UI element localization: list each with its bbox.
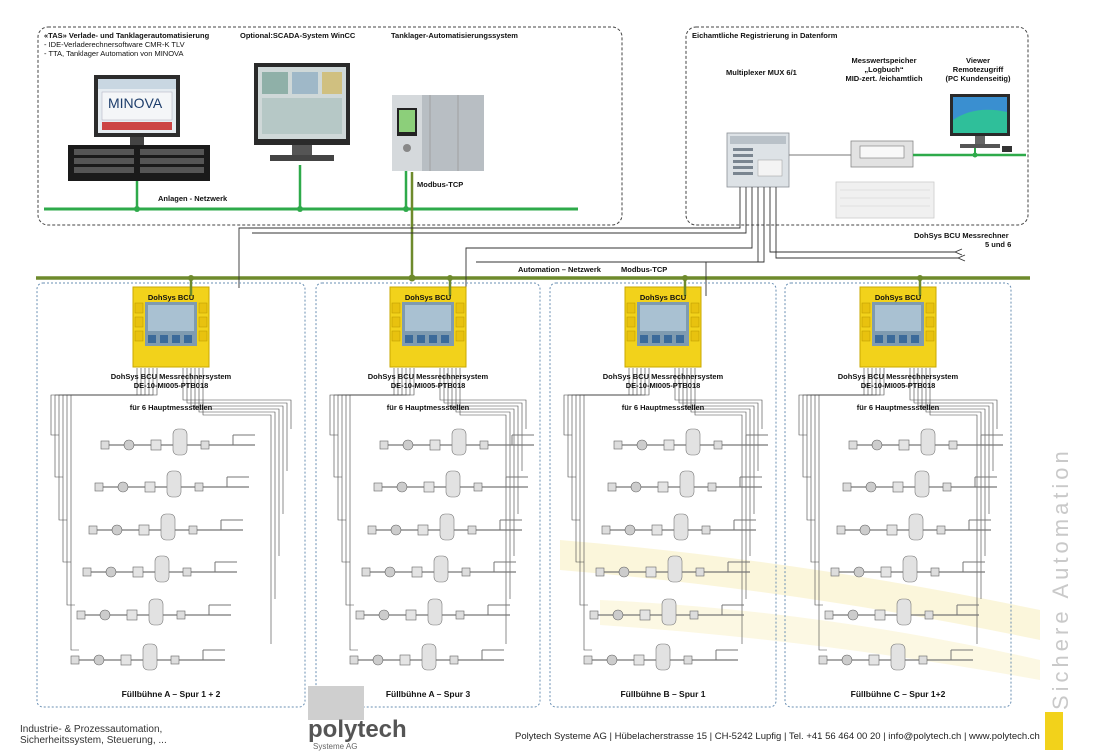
viewer-monitor-icon xyxy=(950,94,1012,152)
station-footer-label: Füllbühne A – Spur 3 xyxy=(385,689,471,699)
hauptmess-label: für 6 Hauptmessstellen xyxy=(129,403,213,412)
viewer-line-1: Viewer xyxy=(965,56,991,65)
bcu-cert-number: DE-10-MI005-PTB018 xyxy=(625,381,701,390)
scada-label: Optional:SCADA-System WinCC xyxy=(240,31,356,40)
footer-left-line-1: Industrie- & Prozessautomation, xyxy=(20,724,163,735)
modbus-tcp-top-label: Modbus-TCP xyxy=(417,180,464,189)
bcu-system-label: DohSys BCU Messrechnersystem xyxy=(110,372,232,381)
bcu-system-label: DohSys BCU Messrechnersystem xyxy=(837,372,959,381)
hauptmess-label: für 6 Hauptmessstellen xyxy=(621,403,705,412)
speicher-line-3: MID-zert. /eichamtlich xyxy=(845,74,923,83)
modbus-tcp-net-label: Modbus-TCP xyxy=(621,265,668,274)
measurement-line xyxy=(88,513,243,541)
measurement-line xyxy=(848,428,1003,456)
station-footer-label: Füllbühne B – Spur 1 xyxy=(620,689,706,699)
bcu-tag: DohSys BCU xyxy=(874,293,922,302)
watermark-swoosh xyxy=(560,540,1040,680)
footer-left: Industrie- & Prozessautomation, Sicherhe… xyxy=(20,724,167,746)
measurement-line xyxy=(583,643,738,671)
measurement-line xyxy=(818,643,973,671)
measurement-line xyxy=(589,598,744,626)
bcu-tag: DohSys BCU xyxy=(404,293,452,302)
anlagen-netzwerk-label: Anlagen - Netzwerk xyxy=(158,194,228,203)
measurement-line xyxy=(830,555,985,583)
plc-icon xyxy=(392,95,484,171)
polytech-logo-box xyxy=(308,686,364,720)
measurement-line xyxy=(361,555,516,583)
hauptmess-label: für 6 Hauptmessstellen xyxy=(856,403,940,412)
station-frame xyxy=(549,282,777,708)
polytech-logo-sub: Systeme AG xyxy=(313,742,358,751)
bcu-cert-number: DE-10-MI005-PTB018 xyxy=(390,381,466,390)
measurement-line xyxy=(824,598,979,626)
station-frame xyxy=(315,282,541,708)
registration-title: Eichamtliche Registrierung in Datenform xyxy=(692,31,838,40)
measurement-line xyxy=(595,555,750,583)
multiplexer-label: Multiplexer MUX 6/1 xyxy=(726,68,797,77)
measurement-line xyxy=(76,598,231,626)
tas-line-1: - IDE-Verladerechnersoftware CMR-K TLV xyxy=(44,40,185,49)
measurement-line xyxy=(355,598,510,626)
stations-layer xyxy=(36,275,1012,708)
hauptmess-label: für 6 Hauptmessstellen xyxy=(386,403,470,412)
measurement-line xyxy=(373,470,528,498)
bcu-cert-number: DE-10-MI005-PTB018 xyxy=(860,381,936,390)
scada-monitor-icon xyxy=(254,63,350,161)
measurement-line xyxy=(100,428,255,456)
measurement-line xyxy=(601,513,756,541)
station-group xyxy=(549,275,777,708)
station-group xyxy=(36,275,306,708)
measurement-line xyxy=(842,470,997,498)
bcu-system-label: DohSys BCU Messrechnersystem xyxy=(602,372,724,381)
tas-line-2: - TTA, Tanklager Automation von MINOVA xyxy=(44,49,184,58)
minova-logo: MINOVA xyxy=(108,95,163,111)
station-footer-label: Füllbühne A – Spur 1 + 2 xyxy=(121,689,221,699)
dohsys-note-line-1: DohSys BCU Messrechner xyxy=(914,231,1009,240)
measurement-line xyxy=(94,470,249,498)
logbuch-device-icon xyxy=(835,140,935,219)
measurement-line xyxy=(836,513,991,541)
measurement-line xyxy=(367,513,522,541)
station-footer-label: Füllbühne C – Spur 1+2 xyxy=(850,689,946,699)
bcu-tag: DohSys BCU xyxy=(147,293,195,302)
speicher-line-1: Messwertspeicher xyxy=(851,56,917,65)
footer-left-line-2: Sicherheitssystem, Steuerung, ... xyxy=(20,735,167,746)
bcu-cert-number: DE-10-MI005-PTB018 xyxy=(133,381,209,390)
multiplexer-icon xyxy=(726,132,790,188)
measurement-line xyxy=(349,643,504,671)
viewer-line-3: (PC Kundenseitig) xyxy=(945,74,1011,83)
measurement-line xyxy=(70,643,225,671)
bcu-system-label: DohSys BCU Messrechnersystem xyxy=(367,372,489,381)
tanklager-label: Tanklager-Automatisierungssystem xyxy=(391,31,518,40)
measurement-line xyxy=(613,428,768,456)
speicher-line-2: „Logbuch“ xyxy=(864,65,904,74)
yellow-accent-bar xyxy=(1045,712,1063,750)
server-rack-icon xyxy=(68,75,210,181)
automation-panel xyxy=(37,26,623,226)
station-frame xyxy=(784,282,1012,708)
measurement-line xyxy=(379,428,534,456)
registration-panel xyxy=(685,26,1029,226)
station-group xyxy=(784,275,1012,708)
measurement-line xyxy=(607,470,762,498)
footer-address: Polytech Systeme AG | Hübelacherstrasse … xyxy=(515,731,1040,742)
measurement-line xyxy=(82,555,237,583)
station-group xyxy=(315,275,541,708)
mux-wiring xyxy=(238,187,966,296)
bcu-tag: DohSys BCU xyxy=(639,293,687,302)
tas-title: «TAS» Verlade- und Tanklagerautomatisier… xyxy=(44,31,210,40)
dohsys-note-line-2: 5 und 6 xyxy=(985,240,1012,249)
automation-netzwerk-label: Automation – Netzwerk xyxy=(518,265,601,274)
polytech-logo: polytech xyxy=(308,716,407,743)
station-frame xyxy=(36,282,306,708)
watermark-text: Sichere Automation xyxy=(1048,447,1073,710)
viewer-line-2: Remotezugriff xyxy=(952,65,1004,74)
